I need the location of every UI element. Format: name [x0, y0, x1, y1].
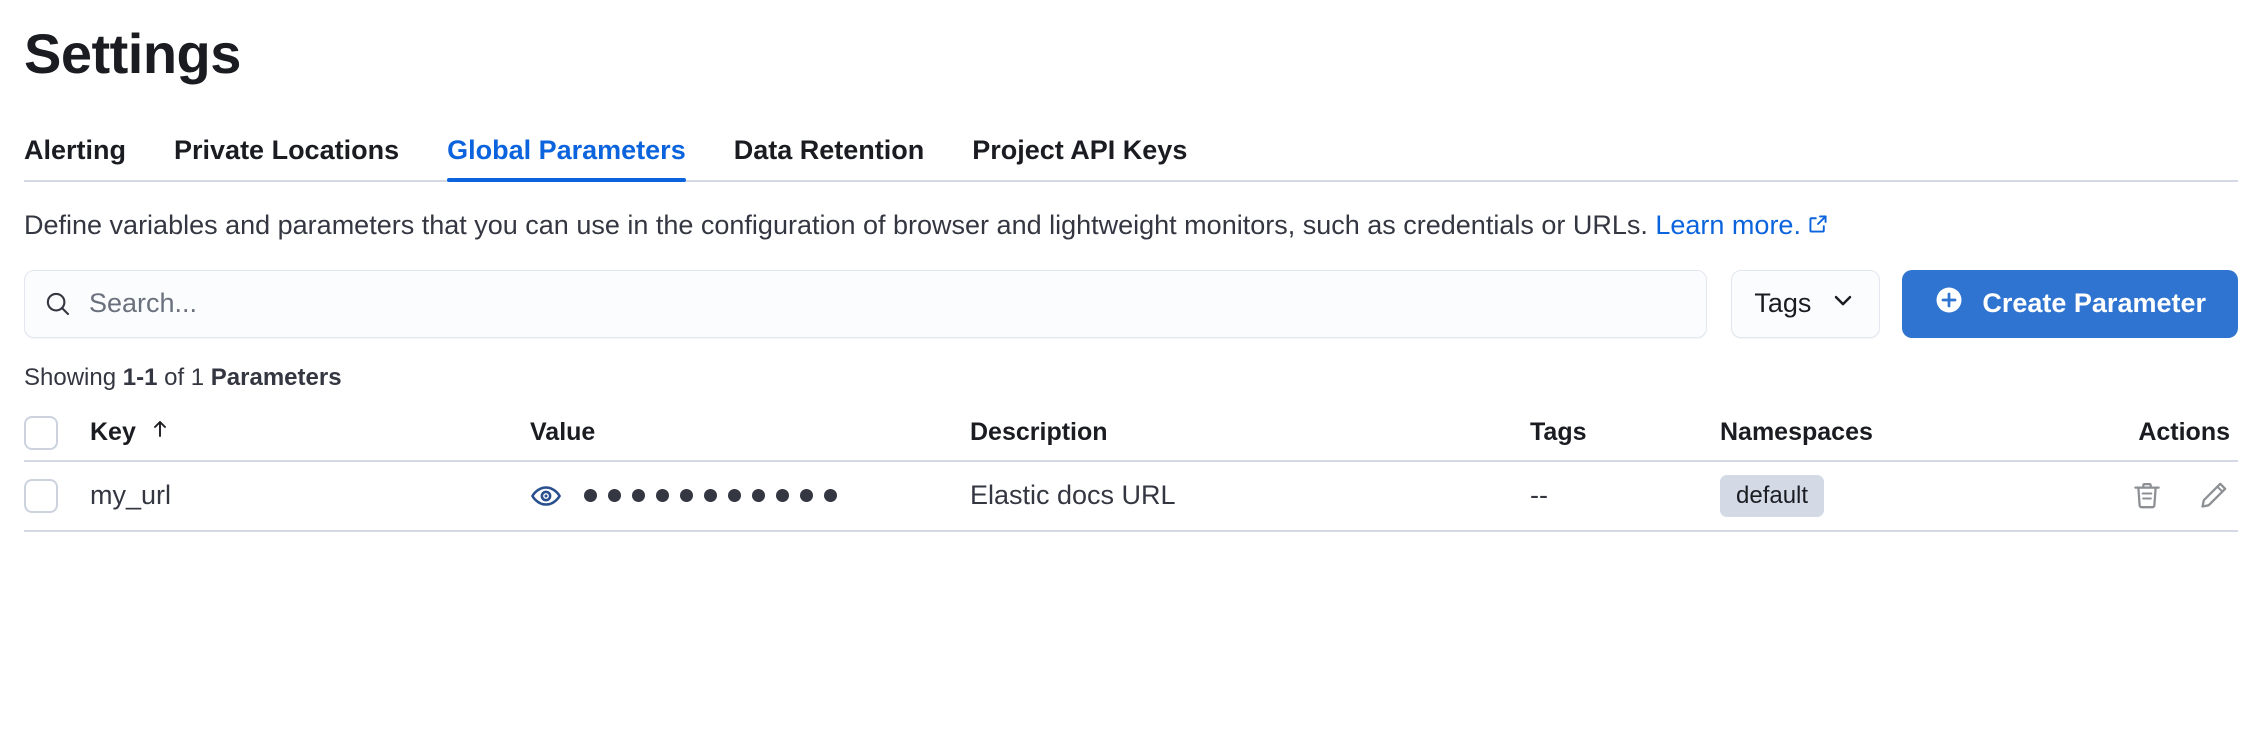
results-summary: Showing 1-1 of 1 Parameters — [24, 364, 2238, 392]
page-title: Settings — [24, 22, 241, 85]
mask-dot — [680, 489, 693, 503]
mask-dot — [632, 489, 645, 503]
column-header-description: Description — [970, 418, 1530, 447]
mask-dot — [728, 489, 741, 503]
tab-private-locations[interactable]: Private Locations — [150, 137, 423, 180]
column-header-namespaces-label: Namespaces — [1720, 418, 1873, 447]
eye-icon[interactable] — [530, 480, 562, 512]
table-row: my_url Elast — [24, 462, 2238, 532]
mask-dot — [800, 489, 813, 503]
column-header-key[interactable]: Key — [90, 417, 530, 448]
column-header-description-label: Description — [970, 418, 1108, 447]
row-select-checkbox[interactable] — [24, 478, 58, 513]
controls-row: Tags Create Parameter — [24, 269, 2238, 338]
mask-dot — [656, 489, 669, 503]
namespace-badge: default — [1720, 474, 1825, 517]
column-header-value: Value — [530, 418, 970, 447]
column-header-tags-label: Tags — [1530, 418, 1587, 447]
column-header-tags: Tags — [1530, 418, 1720, 447]
showing-middle: of 1 — [157, 363, 211, 391]
cell-value — [530, 480, 970, 512]
showing-range: 1-1 — [122, 363, 158, 391]
tab-label: Data Retention — [733, 135, 925, 166]
column-header-value-label: Value — [530, 418, 596, 447]
external-link-icon — [1807, 209, 1829, 244]
create-parameter-button[interactable]: Create Parameter — [1902, 269, 2238, 338]
tab-global-parameters[interactable]: Global Parameters — [423, 135, 710, 183]
select-all-cell — [24, 415, 90, 450]
showing-prefix: Showing — [24, 363, 123, 391]
cell-tags: -- — [1530, 480, 1548, 511]
column-header-namespaces: Namespaces — [1720, 418, 1908, 447]
cell-actions — [1908, 479, 2238, 513]
pencil-icon[interactable] — [2196, 479, 2230, 513]
tab-label: Global Parameters — [447, 135, 686, 166]
cell-description: Elastic docs URL — [970, 480, 1176, 511]
cell-namespaces: default — [1720, 474, 1908, 517]
masked-value — [584, 489, 837, 503]
mask-dot — [584, 489, 597, 503]
tab-bar: Alerting Private Locations Global Parame… — [24, 122, 2238, 183]
column-header-actions: Actions — [1908, 418, 2238, 447]
mask-dot — [752, 489, 765, 503]
learn-more-label: Learn more. — [1655, 210, 1801, 241]
trash-icon[interactable] — [2130, 479, 2164, 513]
table-header-row: Key Value Description Tags Namespaces Ac… — [24, 406, 2238, 462]
select-all-checkbox[interactable] — [24, 415, 58, 450]
mask-dot — [704, 489, 717, 503]
tab-project-api-keys[interactable]: Project API Keys — [948, 137, 1211, 180]
description-text: Define variables and parameters that you… — [24, 210, 1656, 241]
mask-dot — [608, 489, 621, 503]
showing-noun: Parameters — [210, 363, 342, 391]
column-header-key-label: Key — [90, 418, 136, 447]
tab-alerting[interactable]: Alerting — [24, 137, 150, 180]
parameters-table: Key Value Description Tags Namespaces Ac… — [24, 406, 2238, 532]
learn-more-link[interactable]: Learn more. — [1655, 210, 1829, 240]
sort-ascending-arrow-icon — [148, 417, 172, 448]
tab-label: Project API Keys — [972, 135, 1188, 166]
mask-dot — [776, 489, 789, 503]
search-input[interactable] — [89, 270, 1689, 337]
tags-filter-button[interactable]: Tags — [1731, 269, 1881, 338]
chevron-down-icon — [1829, 286, 1857, 321]
column-header-actions-label: Actions — [2138, 418, 2230, 447]
row-select-cell — [24, 478, 90, 513]
tags-filter-label: Tags — [1754, 288, 1812, 319]
search-box[interactable] — [24, 269, 1708, 338]
search-icon — [43, 289, 73, 319]
plus-circle-icon — [1934, 285, 1964, 322]
tab-label: Alerting — [24, 135, 127, 166]
tab-label: Private Locations — [174, 135, 400, 166]
mask-dot — [824, 489, 837, 503]
tab-data-retention[interactable]: Data Retention — [710, 137, 949, 180]
create-parameter-label: Create Parameter — [1982, 288, 2206, 319]
cell-key: my_url — [90, 480, 172, 511]
page-description: Define variables and parameters that you… — [24, 208, 2204, 244]
